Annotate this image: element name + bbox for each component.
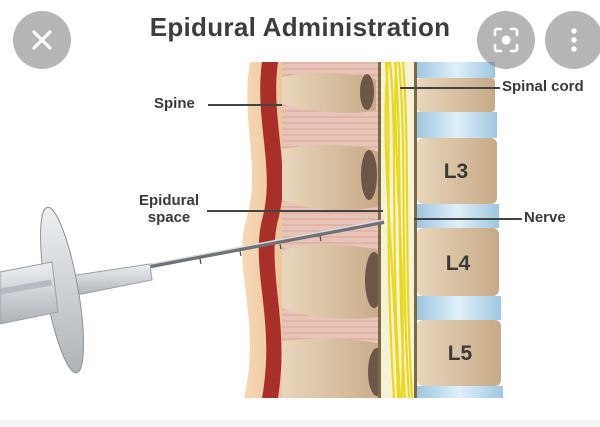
disc-5 <box>417 386 503 398</box>
tissue-band <box>258 62 283 398</box>
close-button[interactable] <box>13 11 71 69</box>
vertebral-body-l4 <box>417 228 499 296</box>
nerve-bundle <box>384 61 414 399</box>
label-epidural-space-line2: space <box>147 209 191 226</box>
leader-spinal-cord <box>400 87 500 89</box>
lens-button[interactable] <box>477 11 535 69</box>
syringe-hub <box>69 263 153 297</box>
spinous-process-4 <box>282 338 388 398</box>
vertebra-label-l5: L5 <box>448 342 473 365</box>
bottom-strip <box>0 420 600 427</box>
vertebral-body-top <box>417 78 495 112</box>
needle <box>119 220 385 274</box>
label-spine: Spine <box>154 95 195 112</box>
leader-nerve <box>414 218 522 220</box>
spinous-process-2 <box>282 144 378 211</box>
more-options-button[interactable] <box>545 11 600 69</box>
more-vert-icon <box>571 28 577 52</box>
illustration-title: Epidural Administration <box>149 12 451 42</box>
vertebra-label-l4: L4 <box>446 252 471 275</box>
lens-icon <box>493 27 519 53</box>
syringe-barrel <box>0 261 59 325</box>
vertebra-label-l3: L3 <box>444 160 469 183</box>
close-icon <box>32 30 52 50</box>
leader-epidural-space <box>207 210 383 212</box>
label-epidural-space-line1: Epidural <box>139 192 200 209</box>
label-spinal-cord: Spinal cord <box>502 78 584 95</box>
spinous-process-1 <box>282 72 376 113</box>
label-epidural-space: Epidural space <box>139 192 199 226</box>
spinous-process-3 <box>282 244 384 319</box>
disc-1 <box>417 62 495 78</box>
leader-spine <box>208 104 282 106</box>
disc-4 <box>417 296 501 320</box>
disc-2 <box>417 112 497 138</box>
disc-3 <box>417 204 499 228</box>
vertebral-body-l3 <box>417 138 497 204</box>
vertebral-body-l5 <box>417 320 501 386</box>
label-nerve: Nerve <box>524 209 566 226</box>
